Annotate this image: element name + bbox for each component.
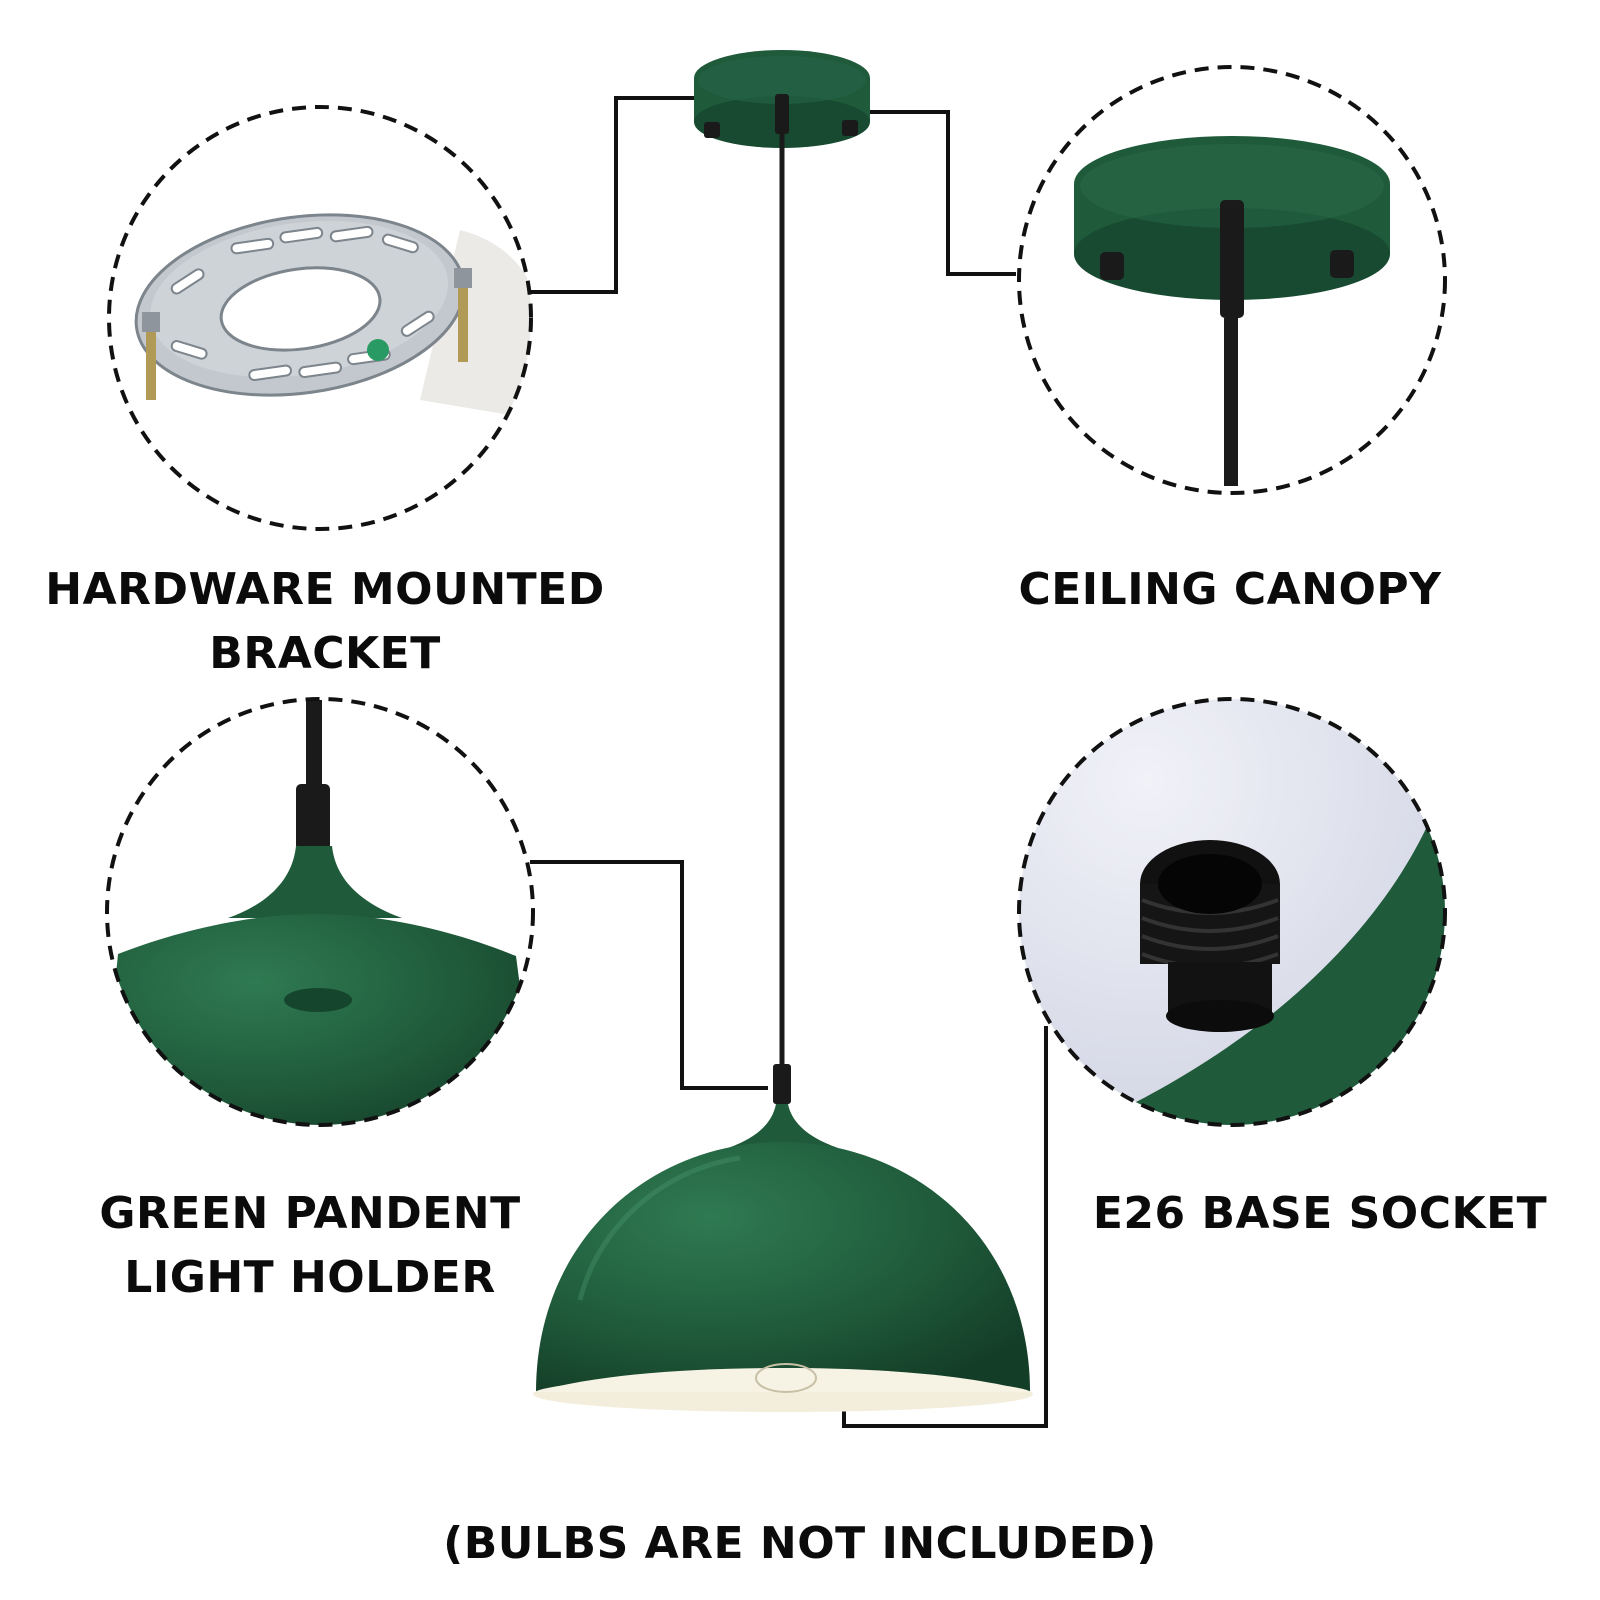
canopy-screw-left [704,122,720,138]
holder-neck [228,846,402,918]
holder-grip [296,784,330,850]
socket-label: E26 BASE SOCKET [1050,1182,1590,1246]
bracket-detail [107,105,533,531]
canopy-label-text: CEILING CANOPY [1018,564,1442,615]
holder-detail [105,697,535,1127]
bracket-circle-border [107,105,533,531]
socket-circle-border [1017,697,1447,1127]
callout-line-socket [842,1026,1048,1428]
holder-dome [107,914,533,1125]
footer-note-text: (BULBS ARE NOT INCLUDED) [443,1518,1157,1569]
callout-line-bracket [530,96,698,294]
bracket-label-line1: HARDWARE MOUNTED [45,564,605,615]
cord-grip [773,1064,791,1104]
holder-label-line2: LIGHT HOLDER [124,1252,496,1303]
socket-shade-edge [1100,820,1445,1125]
socket [1140,840,1280,1032]
pendant-lamp [533,50,1033,1412]
canopy-circle-border [1017,65,1447,495]
bracket-label-line2: BRACKET [209,628,441,679]
socket-detail [1017,697,1447,1127]
canopy-screw-left [1100,252,1124,280]
socket-label-text: E26 BASE SOCKET [1092,1188,1548,1239]
shade-dome [536,1142,1030,1392]
bracket-hole [219,266,382,352]
canopy-detail [1017,65,1447,495]
holder-label-line1: GREEN PANDENT [99,1188,521,1239]
bracket-screw-left [146,318,156,400]
footer-note: (BULBS ARE NOT INCLUDED) [380,1512,1220,1576]
bulb-hint [755,1363,817,1393]
canopy-grip [1220,200,1244,318]
holder-cord [306,700,322,788]
canopy-screw-right [842,120,858,136]
callout-line-holder [530,860,768,1090]
shade-neck [728,1104,838,1148]
bracket-screw-right [458,272,468,362]
canopy-label: CEILING CANOPY [960,558,1500,622]
canopy-screw-right [1330,250,1354,278]
holder-label: GREEN PANDENT LIGHT HOLDER [40,1182,580,1310]
ground-screw [367,339,389,361]
canopy-cord [1224,318,1238,486]
canopy-strain-relief [775,94,789,134]
callout-lines [530,96,1048,1428]
callout-line-canopy [870,110,1016,276]
holder-circle-border [105,697,535,1127]
bracket-label: HARDWARE MOUNTED BRACKET [20,558,630,686]
